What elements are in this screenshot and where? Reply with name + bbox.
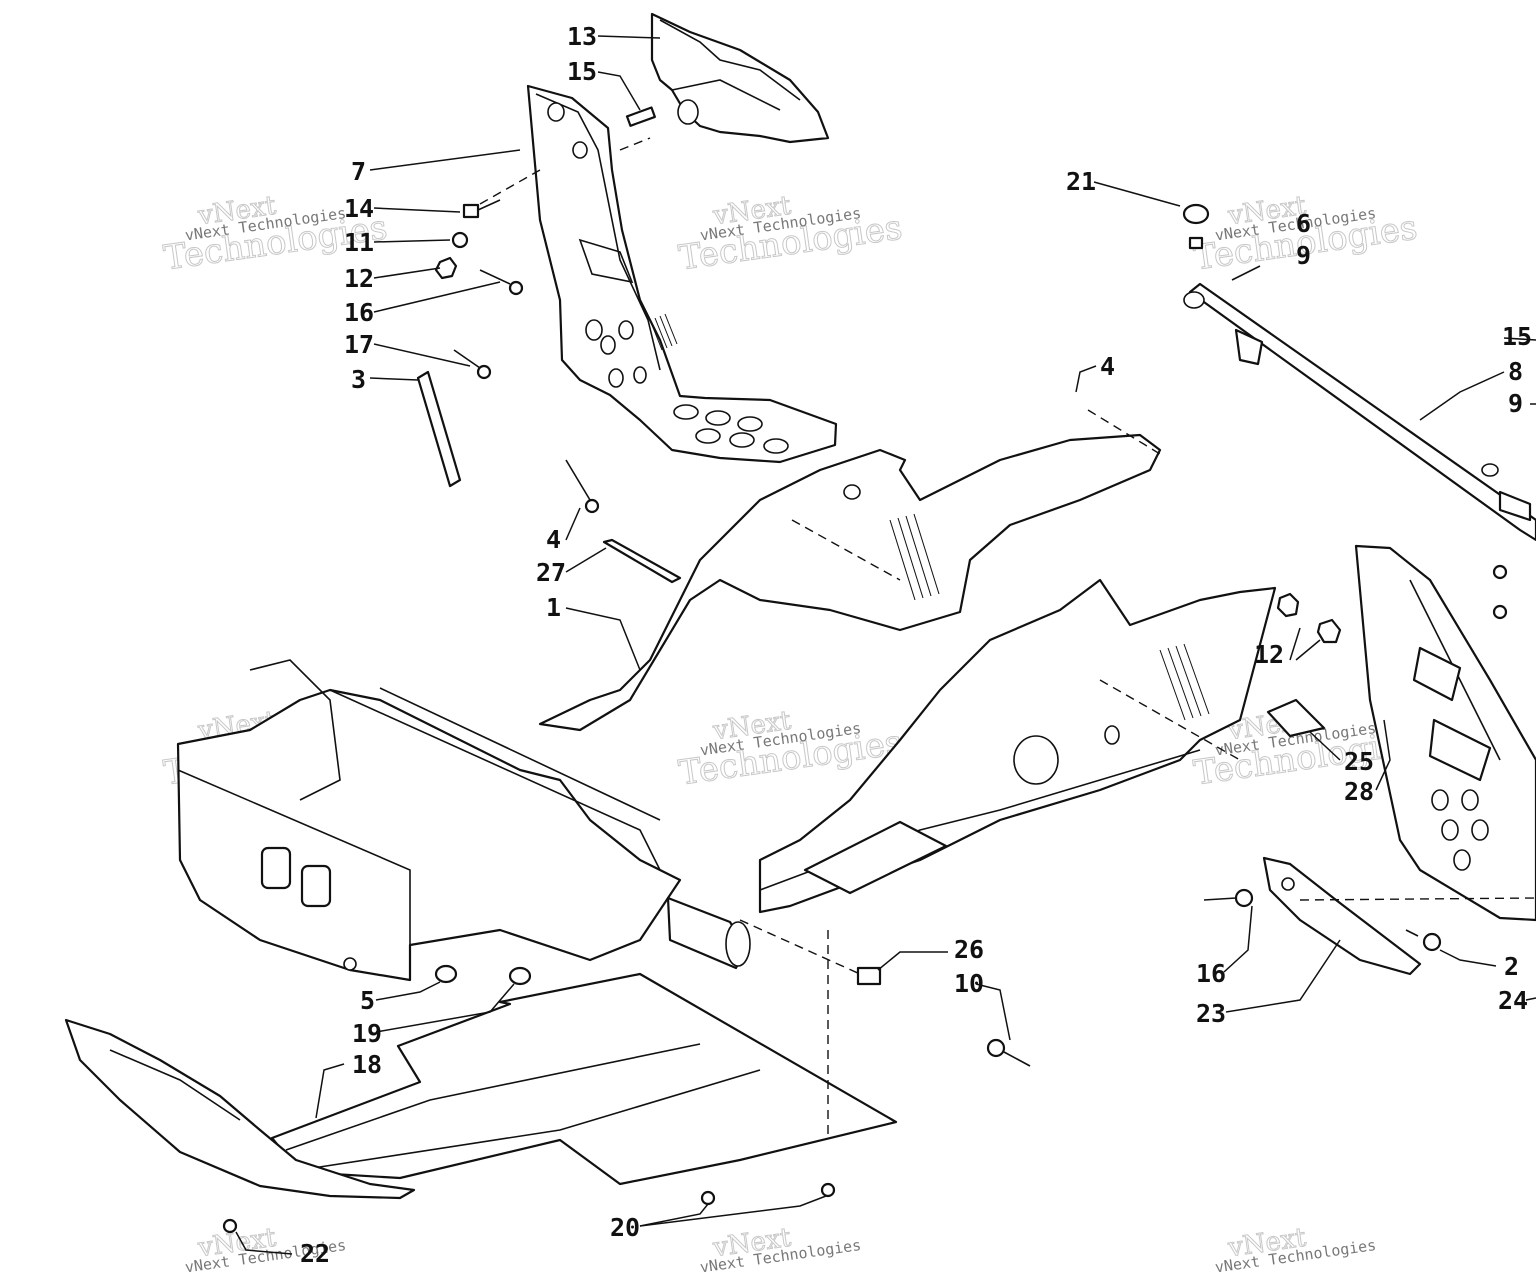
- alignment-lines: [479, 137, 1536, 1140]
- callout-26: 26: [954, 935, 984, 964]
- callout-5: 5: [360, 986, 375, 1015]
- callout-13: 13: [567, 22, 597, 51]
- callout-6: 6: [1296, 209, 1311, 238]
- part-23-bracket: [1203, 856, 1442, 976]
- callout-8: 8: [1508, 357, 1523, 386]
- callout-18: 18: [352, 1050, 382, 1079]
- part-13-cap: [650, 12, 830, 144]
- callout-27: 27: [536, 558, 566, 587]
- callout-22: 22: [300, 1239, 330, 1268]
- part-7-steering-post: [526, 84, 838, 464]
- callout-23: 23: [1196, 999, 1226, 1028]
- part-28-panel: [1266, 544, 1536, 922]
- watermark: vNext vNext Technologies: [1214, 1222, 1377, 1276]
- callout-4: 4: [1100, 352, 1115, 381]
- callout-3: 3: [351, 365, 366, 394]
- callout-25: 25: [1344, 747, 1374, 776]
- watermark: vNext Technologies vNext Technologies: [676, 190, 905, 279]
- left-hardware: [434, 106, 656, 380]
- callout-20: 20: [610, 1213, 640, 1242]
- part-8-tube: [1182, 203, 1536, 542]
- callout-16: 16: [1196, 959, 1226, 988]
- part-3-rod: [416, 370, 462, 488]
- callout-14: 14: [344, 194, 374, 223]
- callout-15: 15: [1502, 322, 1532, 351]
- part-22-skid: [64, 1018, 416, 1200]
- callout-7: 7: [351, 157, 366, 186]
- lower-hardware: [222, 964, 1031, 1234]
- part-18-belly-pan: [270, 972, 898, 1186]
- callout-2: 2: [1504, 952, 1519, 981]
- callout-12: 12: [344, 264, 374, 293]
- callout-9: 9: [1296, 241, 1311, 270]
- callout-9: 9: [1508, 389, 1523, 418]
- callout-11: 11: [344, 228, 374, 257]
- watermark: vNext vNext Technologies: [699, 1222, 862, 1276]
- callout-labels: 13 15 7 14 11 12 16 17 3 4 27 1 4 21 6 9…: [300, 22, 1532, 1268]
- callout-1: 1: [546, 593, 561, 622]
- callout-28: 28: [1344, 777, 1374, 806]
- callout-4: 4: [546, 525, 561, 554]
- leader-lines: [235, 35, 1536, 1255]
- callout-19: 19: [352, 1019, 382, 1048]
- callout-17: 17: [344, 330, 374, 359]
- part-1-frame: [176, 433, 1277, 982]
- callout-24: 24: [1498, 986, 1528, 1015]
- callout-21: 21: [1066, 167, 1096, 196]
- callout-16: 16: [344, 298, 374, 327]
- part-27-bracket: [565, 459, 682, 584]
- callout-12: 12: [1254, 640, 1284, 669]
- callout-15: 15: [567, 57, 597, 86]
- callout-10: 10: [954, 969, 984, 998]
